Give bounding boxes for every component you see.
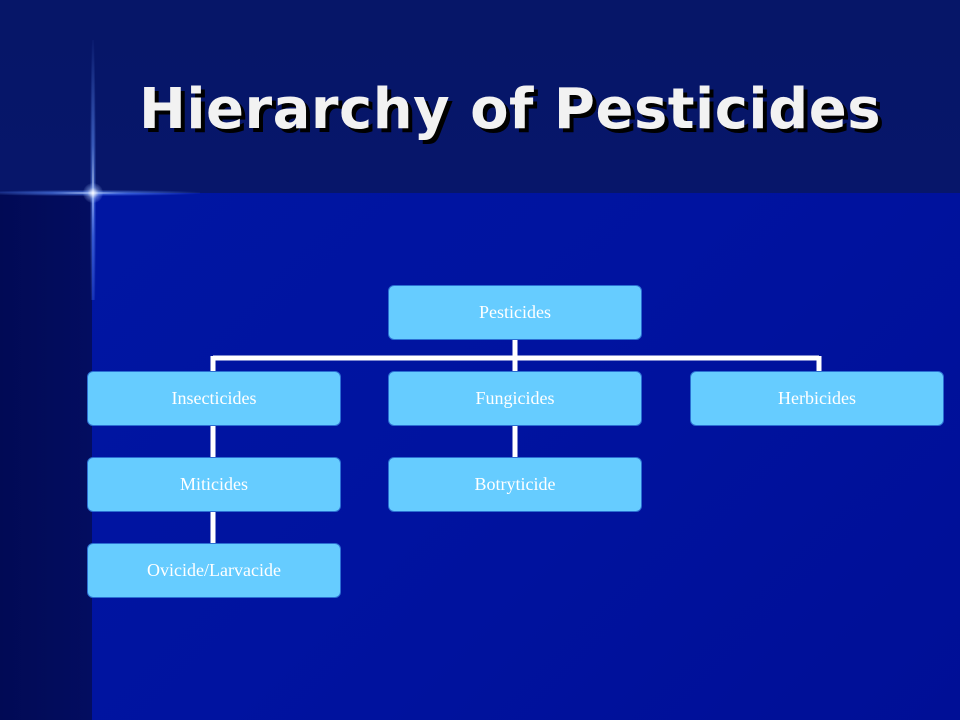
node-ovicide-larvacide: Ovicide/Larvacide	[87, 543, 341, 598]
light-flare-core	[83, 183, 103, 203]
node-miticides: Miticides	[87, 457, 341, 512]
node-ovicide-larvacide-label: Ovicide/Larvacide	[147, 560, 281, 580]
node-botryticide-label: Botryticide	[474, 474, 556, 494]
node-pesticides-label: Pesticides	[479, 302, 551, 322]
background-left-band	[0, 193, 92, 720]
node-pesticides: Pesticides	[388, 285, 642, 340]
node-miticides-label: Miticides	[180, 474, 248, 494]
node-herbicides: Herbicides	[690, 371, 944, 426]
node-insecticides-label: Insecticides	[171, 388, 257, 408]
background-main-panel	[92, 193, 960, 720]
node-fungicides: Fungicides	[388, 371, 642, 426]
node-botryticide: Botryticide	[388, 457, 642, 512]
slide-title: Hierarchy of Pesticides	[138, 77, 882, 142]
node-insecticides: Insecticides	[87, 371, 341, 426]
node-herbicides-label: Herbicides	[778, 388, 856, 408]
light-flare-vertical	[90, 40, 96, 300]
background-top-band	[0, 0, 960, 193]
node-fungicides-label: Fungicides	[475, 388, 555, 408]
